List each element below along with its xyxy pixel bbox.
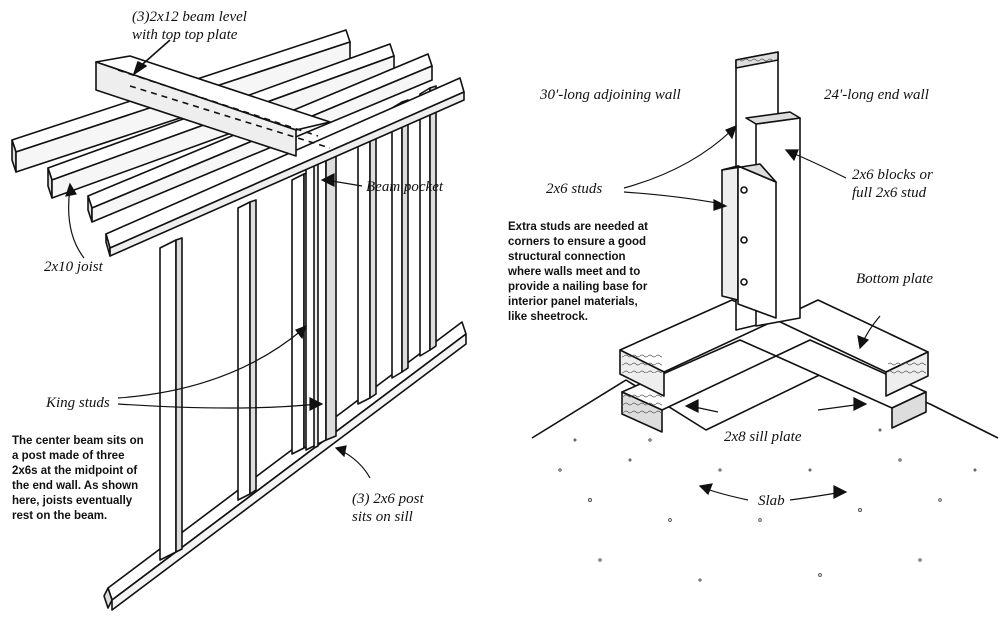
label-beam-pocket: Beam pocket: [366, 179, 444, 195]
label-adjoining-wall: 30'-long adjoining wall: [540, 87, 681, 103]
beam: [95, 55, 331, 157]
label-post: (3) 2x6 post sits on sill: [352, 491, 424, 525]
top-plate: [105, 77, 465, 257]
left-framing-drawing: [11, 29, 467, 611]
studs-left: [159, 85, 437, 561]
right-corner-drawing: [531, 51, 999, 582]
note-center-beam: The center beam sits on a post made of t…: [12, 435, 144, 522]
label-studs: 2x6 studs: [546, 181, 603, 197]
label-slab: Slab: [758, 493, 785, 509]
label-king-studs: King studs: [46, 395, 110, 411]
right-callout-arrows: [623, 124, 881, 501]
note-corner-studs: Extra studs are needed at corners to ens…: [508, 221, 648, 323]
label-sill-plate: 2x8 sill plate: [724, 429, 802, 445]
label-joist: 2x10 joist: [44, 259, 103, 275]
label-bottom-plate: Bottom plate: [856, 271, 934, 287]
label-end-wall: 24'-long end wall: [824, 87, 929, 103]
corner-studs: [721, 51, 801, 331]
label-blocks: 2x6 blocks or full 2x6 stud: [852, 167, 933, 201]
label-beam: (3)2x12 beam level with top top plate: [132, 9, 247, 43]
slab: [531, 365, 999, 439]
left-callout-arrows: [65, 173, 371, 479]
